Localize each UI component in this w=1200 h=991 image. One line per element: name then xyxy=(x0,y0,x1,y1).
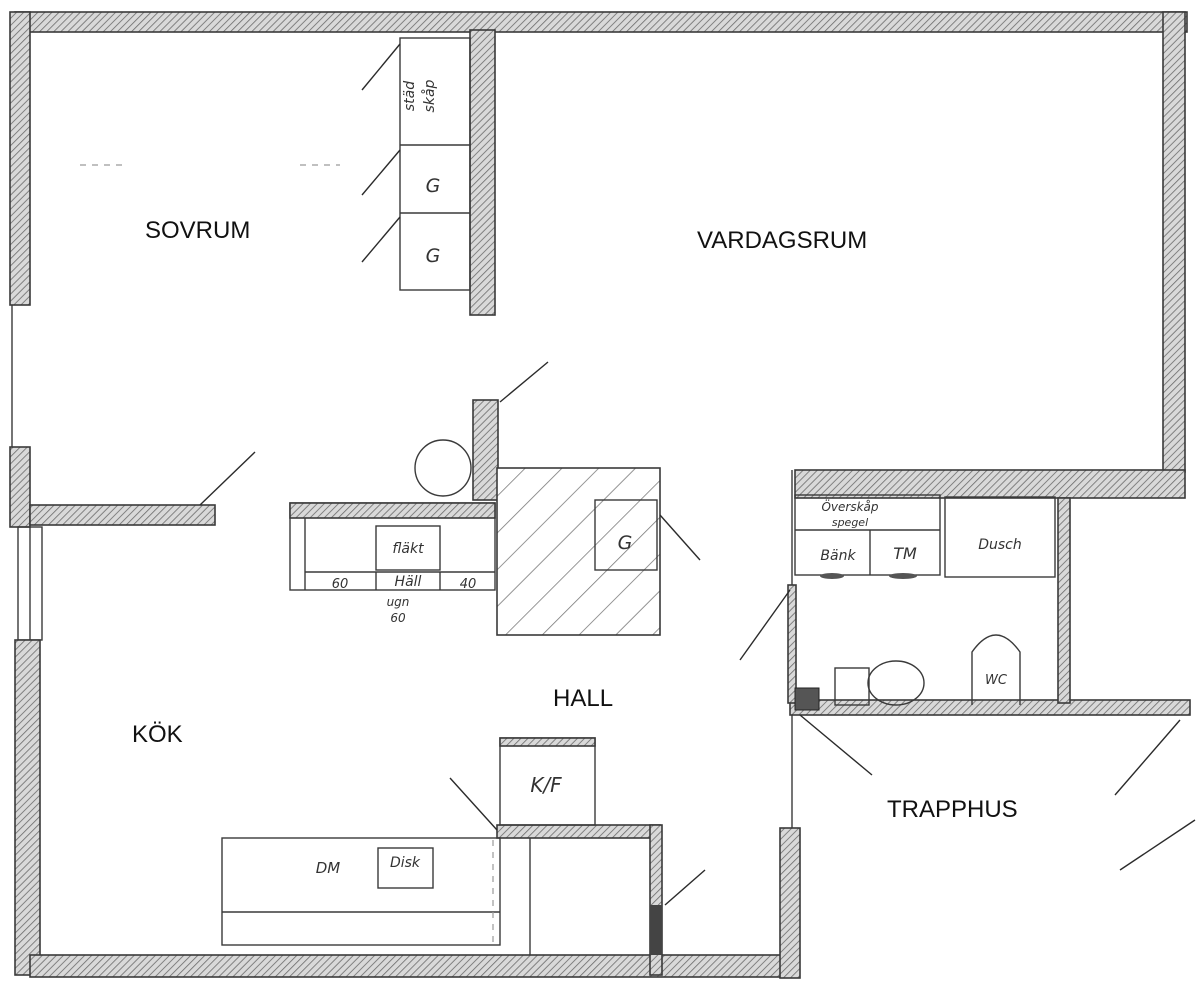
shower-label: Dusch xyxy=(978,537,1022,553)
door-swing-hall-closet xyxy=(659,514,701,561)
right-outer-wall xyxy=(1162,11,1186,473)
hall-closet xyxy=(496,467,661,636)
upper-cabinet-label: Överskåp xyxy=(821,498,878,514)
room-label-vardagsrum: VARDAGSRUM xyxy=(697,227,867,254)
room-label-sovrum: SOVRUM xyxy=(145,217,250,244)
washer-label: TM xyxy=(893,544,917,563)
door-swing-entry xyxy=(664,869,706,906)
dishwasher-label: DM xyxy=(316,859,341,877)
oven-width: 60 xyxy=(390,611,406,625)
top-outer-wall xyxy=(14,11,1188,33)
room-label-trapphus: TRAPPHUS xyxy=(887,796,1018,823)
door-swing-kitchen xyxy=(449,777,498,831)
door-swing-closet-2 xyxy=(361,149,401,196)
dish-sink-label: Disk xyxy=(390,855,421,871)
column-circle xyxy=(414,439,472,497)
living-stair-wall xyxy=(794,469,1186,499)
left-outer-wall-upper xyxy=(9,11,31,306)
kitchen-lower-counter xyxy=(221,837,501,946)
shower-box xyxy=(944,496,1056,578)
bottom-outer-wall xyxy=(29,954,791,978)
room-label-kok: KÖK xyxy=(132,721,183,748)
entry-wall xyxy=(779,827,801,979)
sink-box xyxy=(377,847,434,889)
hob-label: Häll xyxy=(395,574,422,590)
cleaning-closet-label-2: skåp xyxy=(421,79,438,112)
bath-stair-wall xyxy=(789,699,1191,716)
bedroom-closet-row xyxy=(399,37,471,291)
hall-wall-stub xyxy=(472,399,499,501)
door-swing-closet-3 xyxy=(361,216,401,263)
wardrobe-label-1: G xyxy=(426,175,441,197)
cleaning-closet-label-1: städ xyxy=(402,81,418,111)
counter-left-width: 60 xyxy=(332,577,349,592)
hood-box xyxy=(375,525,441,571)
door-swing-bedroom xyxy=(199,451,256,506)
fridge-freezer-top xyxy=(499,737,596,747)
drain-mark-2 xyxy=(889,573,917,579)
hall-wardrobe-box xyxy=(594,499,658,571)
door-swing-right-room xyxy=(1114,719,1181,796)
door-swing-stair xyxy=(799,714,873,776)
drain-mark-1 xyxy=(820,573,844,579)
toilet-label: WC xyxy=(985,673,1008,688)
bath-right-wall xyxy=(1057,497,1071,704)
fridge-freezer-label: K/F xyxy=(530,773,562,797)
bench-label: Bänk xyxy=(820,548,856,564)
hall-lower-wall-dark xyxy=(650,905,662,955)
door-swing-living xyxy=(499,361,549,403)
oven-label: ugn xyxy=(387,595,410,609)
hood-label: fläkt xyxy=(392,541,424,557)
bedroom-living-wall xyxy=(469,29,496,316)
pipe-shaft xyxy=(794,687,820,711)
left-outer-wall-lower xyxy=(14,639,41,976)
door-swing-bathroom xyxy=(739,589,791,661)
door-swing-stairwell xyxy=(1119,819,1196,871)
door-swing-closet-1 xyxy=(361,43,401,91)
counter-right-width: 40 xyxy=(460,577,477,592)
mirror-label: spegel xyxy=(832,516,868,529)
wardrobe-label-2: G xyxy=(426,245,441,267)
kitchen-hall-wall xyxy=(496,824,661,839)
room-label-hall: HALL xyxy=(553,685,613,712)
left-outer-wall-middle xyxy=(9,446,31,528)
kitchen-upper-counter-top xyxy=(289,502,496,519)
bedroom-kitchen-wall xyxy=(29,504,216,526)
toilet-shape xyxy=(971,634,1021,705)
sink-bowl xyxy=(867,660,925,706)
bath-cabinet-row xyxy=(794,494,941,576)
hall-wardrobe-label: G xyxy=(618,532,633,554)
bath-left-wall xyxy=(787,584,797,704)
